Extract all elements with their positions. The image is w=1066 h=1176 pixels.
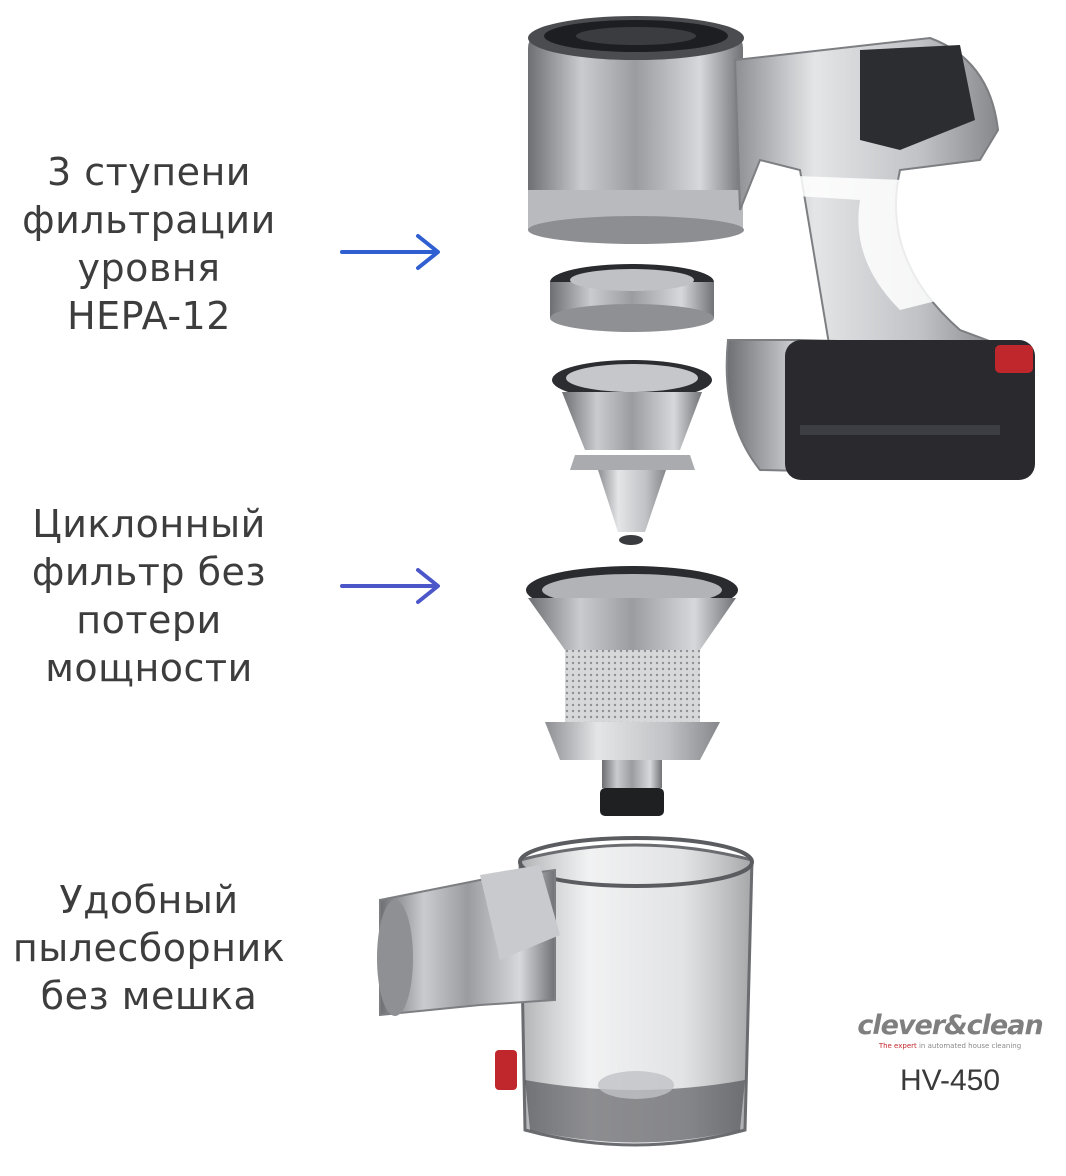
caption-line: пылесборник (12, 926, 286, 970)
brand-tagline-rest: in automated house cleaning (916, 1042, 1022, 1050)
caption-line: Циклонный (32, 502, 266, 546)
caption-line: уровня (77, 246, 221, 290)
caption-dustbin: Удобный пылесборник без мешка (0, 876, 298, 1020)
cyclone-cone (552, 360, 712, 545)
caption-line: HEPA-12 (67, 294, 231, 338)
brand-tagline-highlight: The expert (878, 1042, 917, 1050)
brand-tagline: The expert in automated house cleaning (850, 1042, 1050, 1050)
model-name: HV-450 (899, 1064, 1001, 1097)
caption-hepa: 3 ступени фильтрации уровня HEPA-12 (14, 148, 284, 340)
caption-cyclone: Циклонный фильтр без потери мощности (14, 500, 284, 692)
motor-housing (528, 16, 744, 244)
arrow-right-icon (340, 568, 440, 604)
caption-line: фильтрации (22, 198, 276, 242)
caption-line: фильтр без (31, 550, 267, 594)
caption-line: без мешка (40, 974, 258, 1018)
brand-block: clever&clean The expert in automated hou… (850, 1010, 1050, 1098)
caption-line: потери (76, 598, 222, 642)
brand-logo: clever&clean (857, 1010, 1043, 1041)
caption-line: Удобный (59, 878, 239, 922)
dust-bin (377, 836, 754, 1147)
battery-pack (785, 340, 1035, 480)
caption-line: 3 ступени (46, 150, 252, 194)
hepa-filter-ring (550, 264, 714, 332)
arrow-right-icon (340, 234, 440, 270)
cyclone-mesh-filter (526, 566, 738, 816)
caption-line: мощности (45, 646, 253, 690)
